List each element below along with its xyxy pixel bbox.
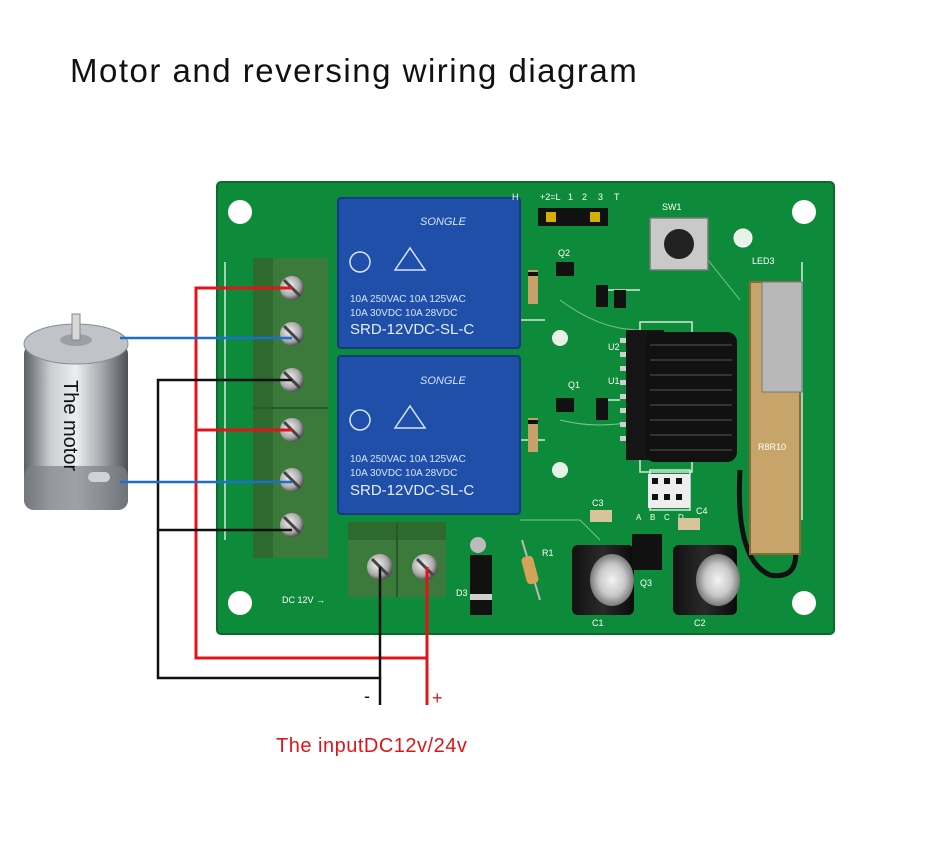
label-u2: U2 xyxy=(608,342,620,352)
relay-model: SRD-12VDC-SL-C xyxy=(350,482,474,499)
rf-module xyxy=(749,281,803,555)
label-r1: R1 xyxy=(542,548,554,558)
terminal-screw[interactable] xyxy=(280,468,304,492)
diode xyxy=(528,270,538,304)
label-jumper: +2=L xyxy=(540,192,561,202)
capacitor-c1 xyxy=(572,545,634,615)
relay-model: SRD-12VDC-SL-C xyxy=(350,321,474,338)
label-c1: C1 xyxy=(592,618,604,628)
diode xyxy=(528,418,538,452)
resistor xyxy=(614,290,626,308)
resistor xyxy=(596,285,608,307)
input-voltage-label: The inputDC12v/24v xyxy=(276,735,467,757)
resistor-r1 xyxy=(521,539,541,601)
relay-brand: SONGLE xyxy=(420,375,467,387)
wire-positive xyxy=(194,286,429,660)
led3 xyxy=(733,228,753,248)
wire-negative xyxy=(156,378,382,680)
label-c2: C2 xyxy=(694,618,706,628)
label-rb: R8R10 xyxy=(758,442,786,452)
label-b: B xyxy=(650,513,655,522)
relay-rating-1: 10A 250VAC 10A 125VAC xyxy=(350,454,466,465)
label-d: D xyxy=(678,513,684,522)
jumper[interactable] xyxy=(538,208,608,226)
terminal-screw[interactable] xyxy=(280,513,304,537)
diode-d3 xyxy=(470,537,492,615)
page-title: Motor and reversing wiring diagram xyxy=(70,52,639,89)
resistor xyxy=(596,398,608,420)
relay-rating-2: 10A 30VDC 10A 28VDC xyxy=(350,468,457,479)
label-sw1: SW1 xyxy=(662,202,682,212)
header-pins xyxy=(648,474,690,508)
push-button-sw1[interactable] xyxy=(649,217,709,271)
label-c3: C3 xyxy=(592,498,604,508)
led xyxy=(552,330,568,346)
label-a: A xyxy=(636,513,642,522)
relay-brand: SONGLE xyxy=(420,216,467,228)
capacitor-c3 xyxy=(590,510,612,522)
relay-top: SONGLE 10A 250VAC 10A 125VAC 10A 30VDC 1… xyxy=(337,197,521,349)
transistor-q2 xyxy=(556,262,574,276)
label-h: H xyxy=(512,192,519,202)
label-pin-1: 1 xyxy=(568,192,573,202)
mounting-hole xyxy=(228,591,252,615)
capacitor-c2 xyxy=(673,545,740,615)
output-terminal-block xyxy=(253,258,328,558)
label-c4: C4 xyxy=(696,506,708,516)
label-pin-2: 2 xyxy=(582,192,587,202)
label-q2: Q2 xyxy=(558,248,570,258)
mounting-hole xyxy=(228,200,252,224)
terminal-screw[interactable] xyxy=(280,322,304,346)
motor-label: The motor xyxy=(59,380,81,471)
label-d3: D3 xyxy=(456,588,468,598)
input-minus-label: - xyxy=(364,686,370,706)
label-q1: Q1 xyxy=(568,380,580,390)
label-q3: Q3 xyxy=(640,578,652,588)
dc-input-marking: DC 12V → xyxy=(282,595,325,605)
relay-rating-1: 10A 250VAC 10A 125VAC xyxy=(350,294,466,305)
input-plus-label: + xyxy=(432,688,443,708)
relay-bottom: SONGLE 10A 250VAC 10A 125VAC 10A 30VDC 1… xyxy=(337,355,521,515)
mounting-hole xyxy=(792,591,816,615)
terminal-screw[interactable] xyxy=(412,554,438,580)
label-c: C xyxy=(664,513,670,522)
motor-illustration xyxy=(23,313,129,510)
label-t: T xyxy=(614,192,620,202)
mounting-hole xyxy=(792,200,816,224)
label-pin-3: 3 xyxy=(598,192,603,202)
capacitor-c4 xyxy=(678,518,700,530)
label-u1: U1 xyxy=(608,376,620,386)
antenna-coil xyxy=(645,332,799,579)
regulator-q3 xyxy=(632,534,662,570)
transistor-q1 xyxy=(556,398,574,412)
relay-rating-2: 10A 30VDC 10A 28VDC xyxy=(350,308,457,319)
led xyxy=(552,462,568,478)
label-led3: LED3 xyxy=(752,256,775,266)
